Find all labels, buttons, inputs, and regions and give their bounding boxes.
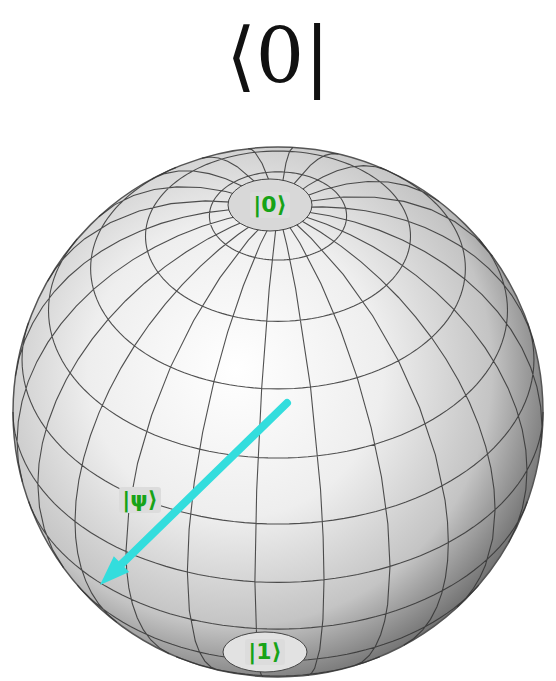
sphere-body [13, 147, 543, 677]
north-cap [228, 179, 312, 231]
vector-head [100, 556, 129, 585]
state-label: |ψ⟩ [119, 487, 161, 513]
title: ⟨0| [226, 18, 330, 94]
state-vector [121, 403, 287, 564]
state-label: |1⟩ [245, 639, 284, 665]
south-cap [223, 632, 307, 672]
state-label: |0⟩ [250, 192, 289, 218]
sphere-grid [13, 147, 543, 676]
